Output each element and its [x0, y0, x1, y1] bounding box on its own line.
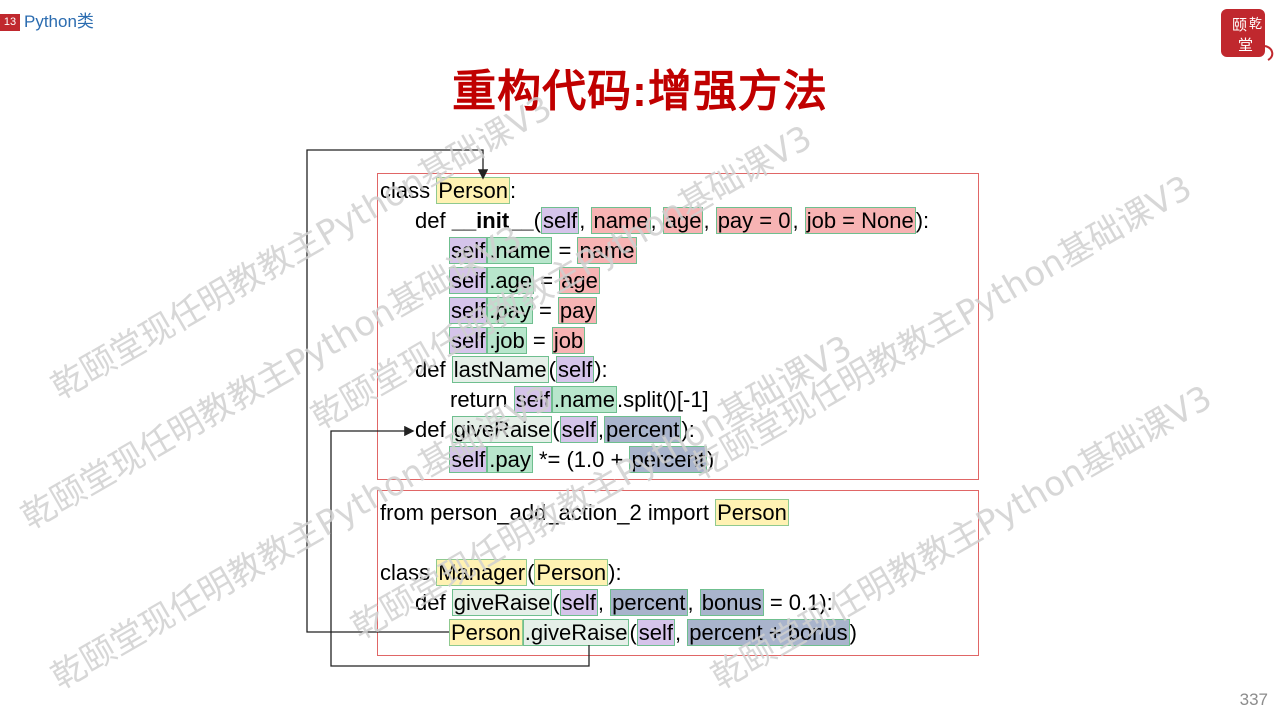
class-name-token: Person — [436, 177, 510, 204]
code-line: self.job = job — [449, 327, 586, 354]
section-number-badge: 13 — [0, 14, 20, 31]
seal-char-3: 堂 — [1238, 36, 1253, 54]
code-line: class Manager(Person): — [380, 559, 622, 586]
seal-char-2: 乾 — [1249, 17, 1262, 32]
section-title: Python类 — [24, 12, 94, 31]
code-line: def giveRaise(self,percent): — [415, 416, 695, 443]
code-line: def lastName(self): — [415, 356, 608, 383]
seal-char-1: 颐 — [1232, 16, 1247, 34]
code-line: self.age = age — [449, 267, 600, 294]
page-number: 337 — [1239, 690, 1268, 709]
code-line: from person_add_action_2 import Person — [380, 499, 789, 526]
code-line: Person.giveRaise(self, percent + bonus) — [449, 619, 857, 646]
init-method-name: __init__ — [451, 208, 534, 233]
code-line: def __init__(self, name, age, pay = 0, j… — [415, 207, 930, 234]
seal-logo: 颐 乾 堂 — [1221, 9, 1274, 61]
code-line: def giveRaise(self, percent, bonus = 0.1… — [415, 589, 833, 616]
code-line: self.pay *= (1.0 + percent) — [449, 446, 715, 473]
code-line: self.name = name — [449, 237, 637, 264]
page-title: 重构代码:增强方法 — [452, 67, 828, 116]
code-line: class Person: — [380, 177, 517, 204]
code-line: return self.name.split()[-1] — [450, 386, 709, 413]
code-line: self.pay = pay — [449, 297, 598, 324]
